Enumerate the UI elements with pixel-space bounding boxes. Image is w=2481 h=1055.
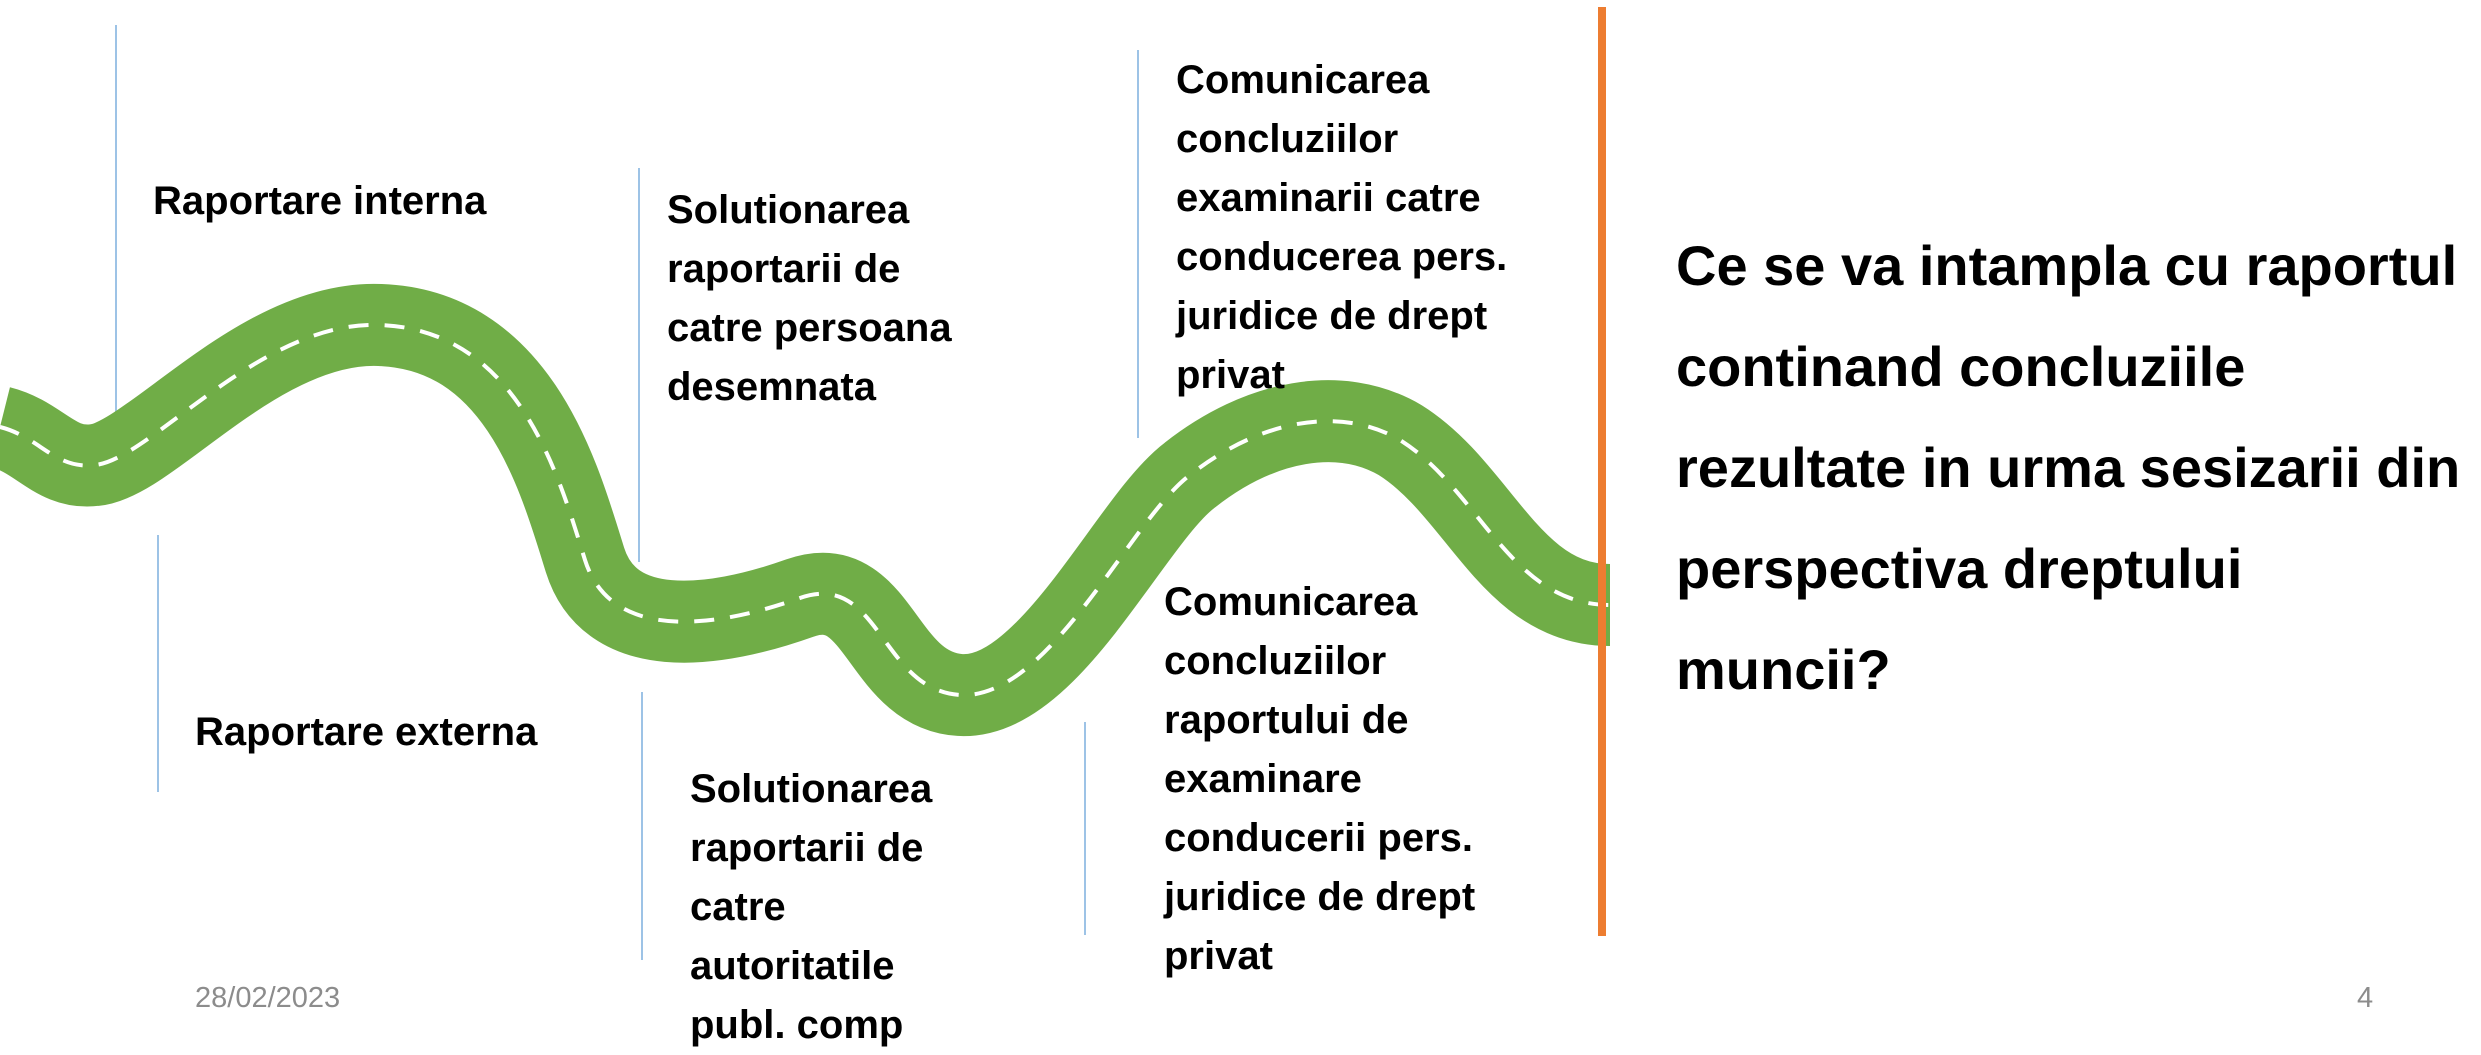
step-solutionare-autoritati: Solutionarea raportarii de catre autorit…	[690, 767, 933, 1047]
question-heading: Ce se va intampla cu raportul continand …	[1676, 234, 2461, 701]
road-center-marking	[0, 322, 1611, 698]
step-raportare-interna: Raportare interna	[153, 179, 487, 223]
step-solutionare-persoana-desemnata: Solutionarea raportarii de catre persoan…	[667, 188, 952, 409]
footer-date: 28/02/2023	[195, 982, 341, 1014]
step-raportare-externa: Raportare externa	[195, 710, 538, 754]
step-comunicare-raport: Comunicarea concluziilor raportului de e…	[1164, 580, 1476, 978]
page-number: 4	[2357, 982, 2374, 1014]
step-comunicare-examinare: Comunicarea concluziilor examinarii catr…	[1176, 58, 1508, 397]
